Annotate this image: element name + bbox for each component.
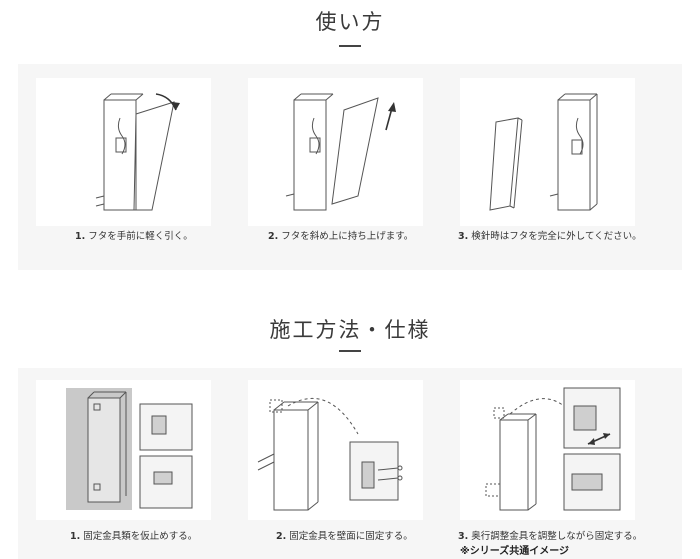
usage-step-2-caption: 2.フタを斜め上に持ち上げます。 xyxy=(268,228,413,242)
install-step-1-illustration xyxy=(36,380,211,520)
step-text: 固定金具を壁面に固定する。 xyxy=(289,531,413,542)
install-panel: 1.固定金具類を仮止めする。 2.固定金具を壁面に固定する。 3.奥行調整金具を… xyxy=(18,368,682,559)
step-text: フタを斜め上に持ち上げます。 xyxy=(281,231,414,242)
step-number: 1. xyxy=(75,231,86,242)
install-step-2-caption: 2.固定金具を壁面に固定する。 xyxy=(276,528,413,542)
usage-panel: 1.フタを手前に軽く引く。 2.フタを斜め上に持ち上げます。 3.検針時はフタを… xyxy=(18,64,682,270)
usage-step-1-caption: 1.フタを手前に軽く引く。 xyxy=(75,228,193,242)
usage-title-rule xyxy=(339,45,361,47)
step-text: 奥行調整金具を調整しながら固定する。 xyxy=(471,531,643,542)
series-note: ※シリーズ共通イメージ xyxy=(460,546,570,557)
step-number: 3. xyxy=(458,531,469,542)
usage-step-1-illustration xyxy=(36,78,211,226)
install-step-2-illustration xyxy=(248,380,423,520)
step-number: 1. xyxy=(70,531,81,542)
step-text: フタを手前に軽く引く。 xyxy=(88,231,193,242)
install-step-1-caption: 1.固定金具類を仮止めする。 xyxy=(70,528,197,542)
step-text: 検針時はフタを完全に外してください。 xyxy=(471,231,642,242)
install-section-title: 施工方法・仕様 xyxy=(269,318,431,342)
step-number: 2. xyxy=(268,231,279,242)
usage-step-2-illustration xyxy=(248,78,423,226)
install-title-rule xyxy=(339,350,361,352)
usage-step-3-caption: 3.検針時はフタを完全に外してください。 xyxy=(458,228,642,242)
install-step-3-caption: 3.奥行調整金具を調整しながら固定する。 xyxy=(458,528,642,542)
step-text: 固定金具類を仮止めする。 xyxy=(83,531,198,542)
install-step-3-illustration xyxy=(460,380,635,520)
step-number: 2. xyxy=(276,531,287,542)
usage-step-3-illustration xyxy=(460,78,635,226)
step-number: 3. xyxy=(458,231,469,242)
usage-section-title: 使い方 xyxy=(315,10,385,34)
